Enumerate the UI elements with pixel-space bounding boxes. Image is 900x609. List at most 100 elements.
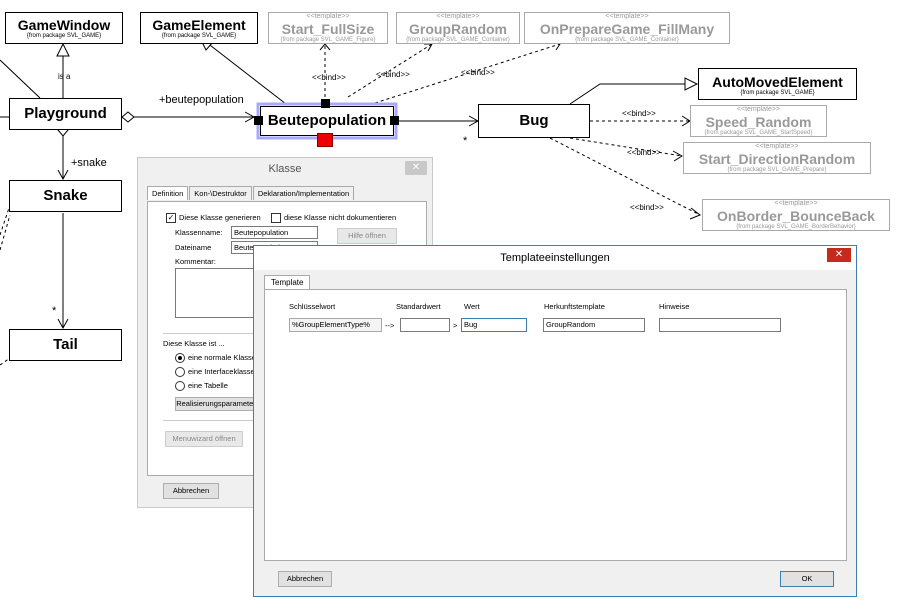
snake-offscreen-edge <box>0 214 11 251</box>
origin-field: GroupRandom <box>543 318 645 332</box>
bind-edge-onpreparegame <box>374 43 561 104</box>
class-name: GameElement <box>152 17 246 33</box>
tab-panel <box>264 289 847 561</box>
class-onpreparegame[interactable]: <<template>> OnPrepareGame_FillMany {fro… <box>524 12 730 44</box>
class-name: Bug <box>519 112 549 129</box>
template-settings-dialog: Templateeinstellungen ✕ Template Schlüss… <box>253 245 857 597</box>
class-stereotype: <<template>> <box>774 200 818 207</box>
generate-checkbox-row[interactable]: ✓Diese Klasse generieren <box>166 213 261 224</box>
class-name: Snake <box>43 187 88 204</box>
nav-arrowhead <box>57 169 69 181</box>
arrow-label: > <box>453 321 458 330</box>
bind-label: <<bind>> <box>461 68 495 77</box>
class-name: Playground <box>24 105 107 122</box>
class-start-fullsize[interactable]: <<template>> Start_FullSize {from packag… <box>268 12 388 44</box>
class-start-directionrandom[interactable]: <<template>> Start_DirectionRandom {from… <box>683 142 871 174</box>
bind-arrowhead <box>424 43 433 52</box>
cancel-button[interactable]: Abbrechen <box>278 571 332 587</box>
edge-beutepopulation-gameelement <box>205 41 287 105</box>
arrow-label: --> <box>385 321 395 330</box>
menuwizard-button[interactable]: Menuwizard öffnen <box>165 431 243 447</box>
comment-label: Kommentar: <box>175 257 216 266</box>
bind-label: <<bind>> <box>312 73 346 82</box>
tab-kon-destruktor[interactable]: Kon-\Destruktor <box>189 186 252 200</box>
class-package: {from package SVL_GAME} <box>740 90 815 96</box>
class-name: AutoMovedElement <box>712 74 843 90</box>
cancel-button[interactable]: Abbrechen <box>163 483 219 499</box>
class-snake[interactable]: Snake <box>9 180 122 212</box>
inheritance-arrowhead <box>56 42 70 57</box>
nodoc-checkbox-row[interactable]: diese Klasse nicht dokumentieren <box>271 213 396 224</box>
radio-button[interactable] <box>175 367 185 378</box>
kind-option-label: eine Interfaceklasse <box>188 367 255 376</box>
filename-label: Dateiname <box>175 243 212 252</box>
class-speed-random[interactable]: <<template>> Speed_Random {from package … <box>690 105 827 137</box>
kind-option-label: eine normale Klasse <box>188 353 256 362</box>
class-bug[interactable]: Bug <box>478 104 590 138</box>
help-button[interactable]: Hilfe öffnen <box>337 228 397 244</box>
class-onborder-bounceback[interactable]: <<template>> OnBorder_BounceBack {from p… <box>702 199 890 231</box>
class-stereotype: <<template>> <box>605 13 649 20</box>
bind-label: <<bind>> <box>622 109 656 118</box>
class-gamewindow[interactable]: GameWindow {from package SVL_GAME} <box>5 12 123 44</box>
class-grouprandom[interactable]: <<template>> GroupRandom {from package S… <box>396 12 520 44</box>
multiplicity-label: * <box>52 305 57 317</box>
dialog-title: Templateeinstellungen <box>254 246 856 270</box>
close-icon[interactable]: ✕ <box>405 161 427 175</box>
selection-handle-right[interactable] <box>390 116 399 125</box>
header-origin: Herkunftstemplate <box>544 302 605 311</box>
class-beutepopulation[interactable]: Beutepopulation <box>260 106 394 136</box>
class-package: {from package SVL_GAME_Container} <box>575 37 679 43</box>
classname-label: Klassenname: <box>175 228 223 237</box>
bind-arrowhead <box>672 150 683 162</box>
class-name: Speed_Random <box>705 114 812 130</box>
kind-option-label: eine Tabelle <box>188 381 228 390</box>
ok-button[interactable]: OK <box>780 571 834 587</box>
bind-label: <<bind>> <box>376 70 410 79</box>
kind-option-table[interactable]: eine Tabelle <box>175 381 228 392</box>
tab-template[interactable]: Template <box>264 275 311 289</box>
radio-button[interactable] <box>175 353 185 364</box>
kind-option-normal[interactable]: eine normale Klasse <box>175 353 256 364</box>
tab-deklaration-implementation[interactable]: Deklaration/Implementation <box>252 186 355 200</box>
aggregation-diamond <box>121 111 135 123</box>
connector-handle[interactable] <box>317 133 333 147</box>
header-default: Standardwert <box>396 302 441 311</box>
close-icon[interactable]: ✕ <box>827 248 851 262</box>
class-automovedelement[interactable]: AutoMovedElement {from package SVL_GAME} <box>698 68 857 100</box>
class-name: Start_FullSize <box>281 21 375 37</box>
class-stereotype: <<template>> <box>736 106 781 113</box>
class-package: {from package SVL_GAME_Container} <box>406 37 510 43</box>
class-name: Beutepopulation <box>267 112 387 129</box>
selection-handle-left[interactable] <box>254 116 263 125</box>
class-package: {from package SVL_GAME_Prepare} <box>727 167 827 173</box>
class-package: {from package SVL_GAME_StartSpeed} <box>704 130 813 136</box>
class-package: {from package SVL_GAME} <box>26 33 102 39</box>
header-key: Schlüsselwort <box>289 302 336 311</box>
inheritance-arrowhead <box>684 77 699 91</box>
class-name: OnBorder_BounceBack <box>717 208 875 224</box>
class-gameelement[interactable]: GameElement {from package SVL_GAME} <box>140 12 258 44</box>
bind-arrowhead <box>319 43 331 51</box>
selection-handle-top[interactable] <box>321 99 330 108</box>
key-field: %GroupElementType% <box>289 318 382 332</box>
class-playground[interactable]: Playground <box>9 98 122 130</box>
bind-edge-onborder <box>549 137 701 216</box>
generate-checkbox[interactable]: ✓ <box>166 213 176 224</box>
class-tail[interactable]: Tail <box>9 329 122 361</box>
realize-button[interactable]: Realisierungsparameter <box>175 397 257 411</box>
radio-button[interactable] <box>175 381 185 392</box>
generate-label: Diese Klasse generieren <box>179 213 261 222</box>
nav-arrowhead <box>57 318 69 330</box>
bind-label: <<bind>> <box>630 203 664 212</box>
nodoc-checkbox[interactable] <box>271 213 281 224</box>
default-field <box>400 318 450 332</box>
dialog-title: Klasse <box>268 163 302 175</box>
tab-definition[interactable]: Definition <box>147 186 189 200</box>
header-value: Wert <box>464 302 480 311</box>
bind-edge-grouprandom <box>347 43 433 98</box>
value-field[interactable]: Bug <box>461 318 527 332</box>
class-name: GroupRandom <box>409 21 507 37</box>
classname-field[interactable]: Beutepopulation <box>231 226 318 239</box>
kind-option-interface[interactable]: eine Interfaceklasse <box>175 367 255 378</box>
